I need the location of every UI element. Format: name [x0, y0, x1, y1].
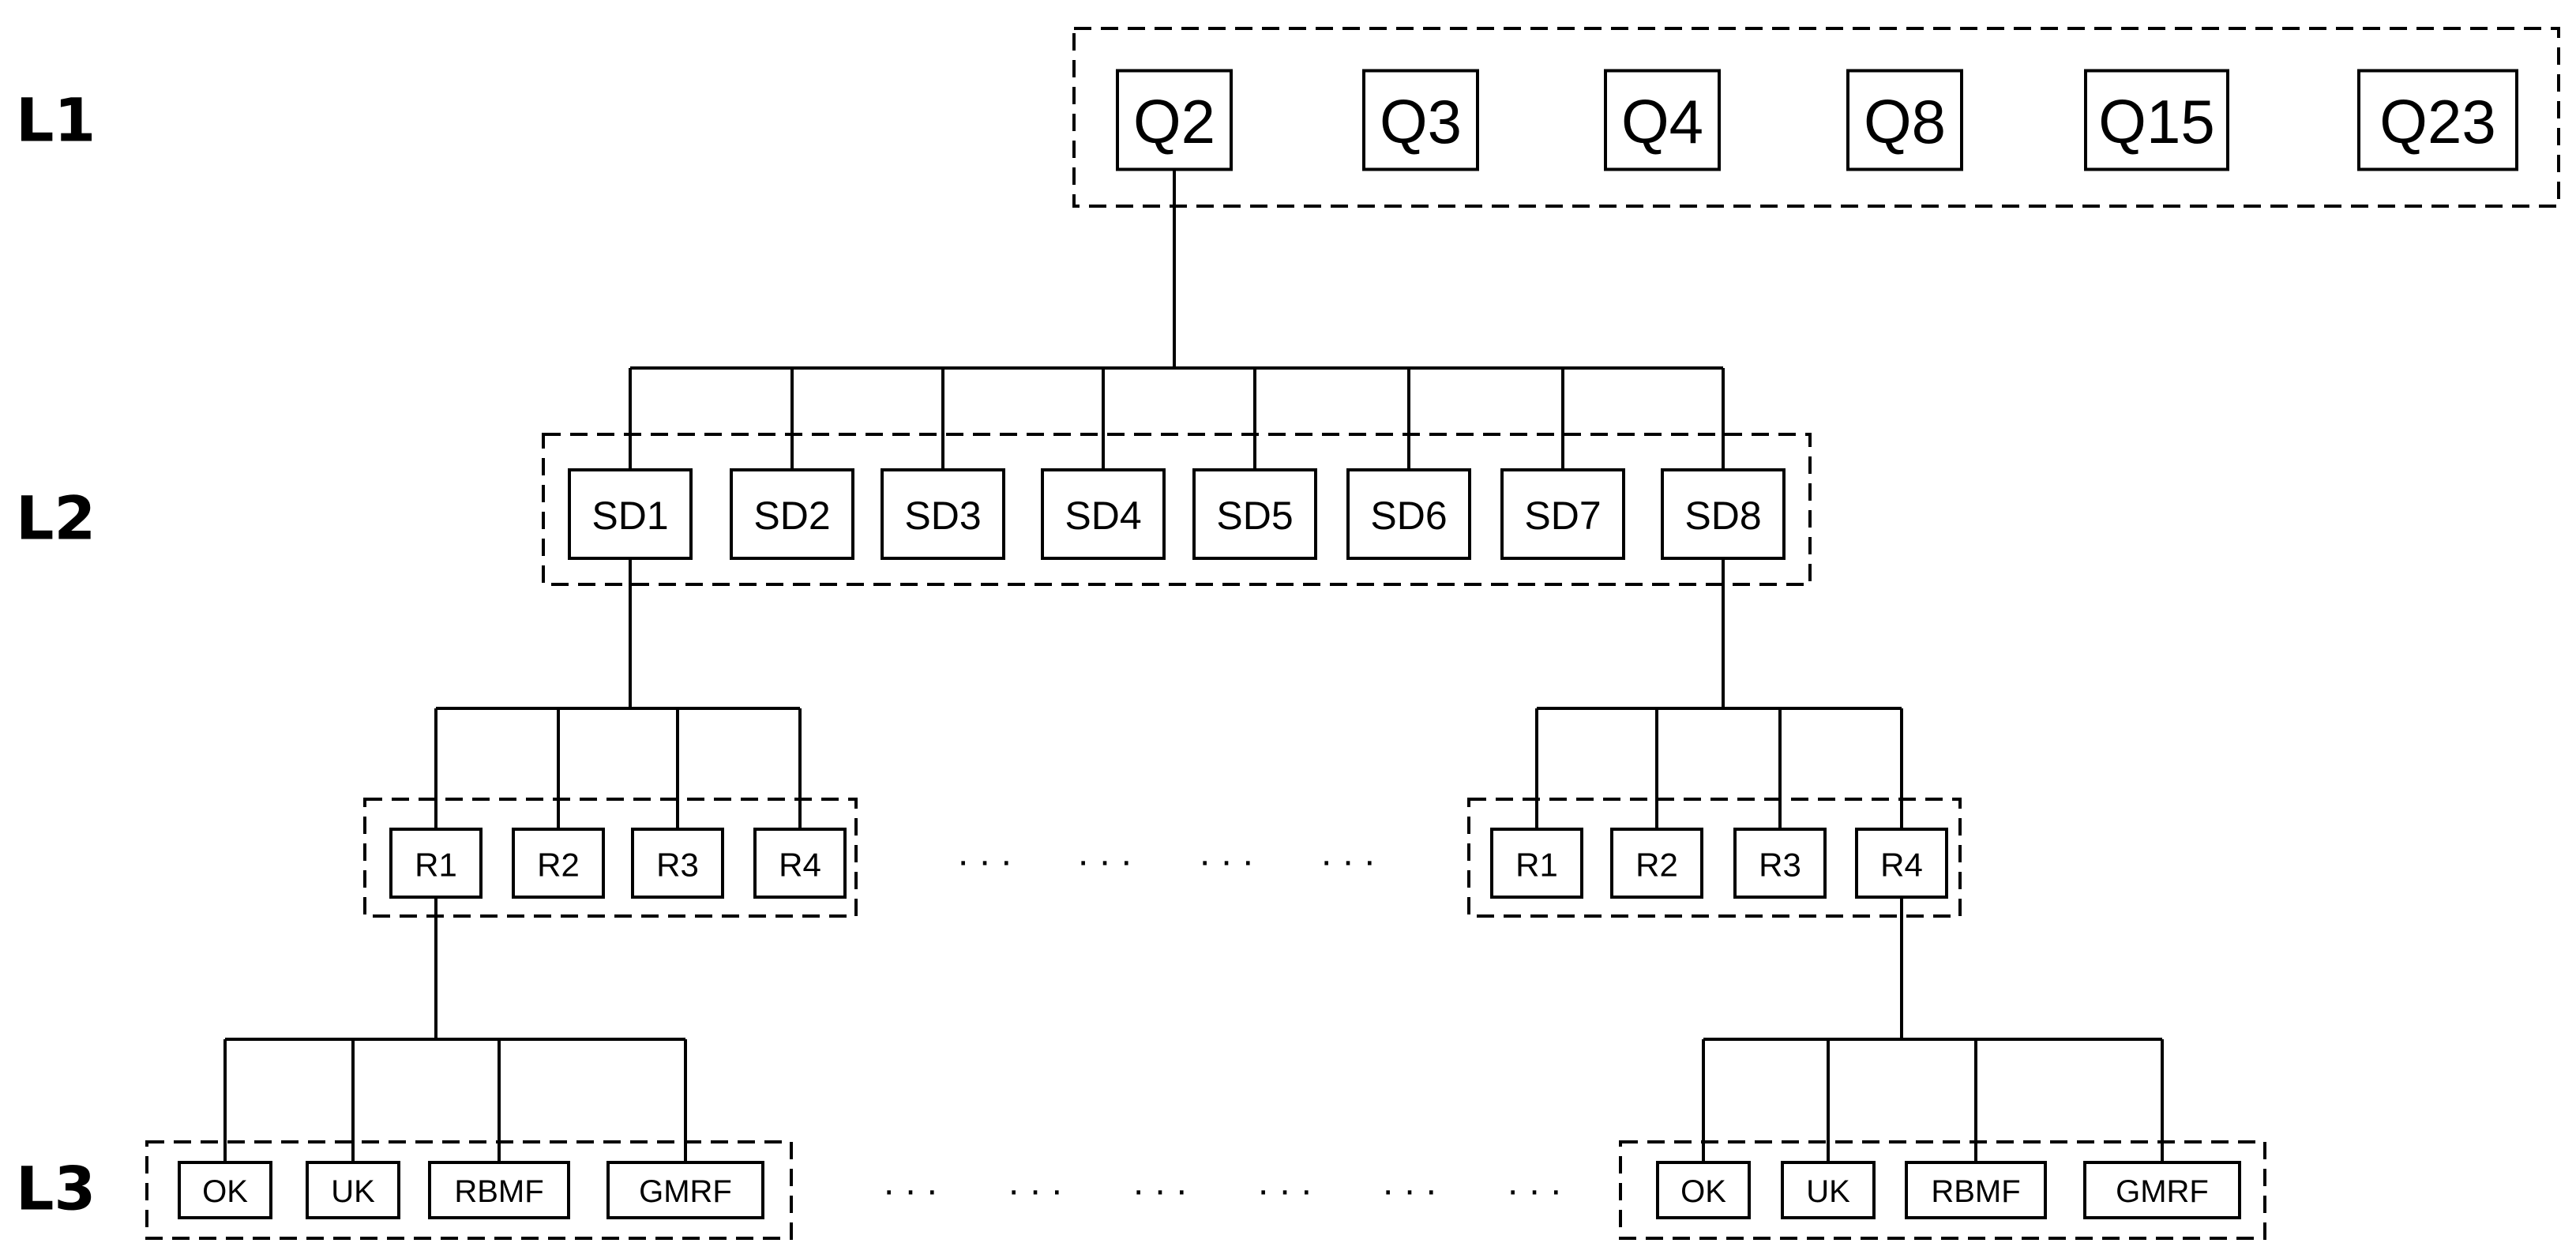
node-sd3-label: SD3 [904, 494, 981, 538]
node-right-ok: OK [1656, 1161, 1751, 1219]
node-right-gmrf-label: GMRF [2116, 1174, 2209, 1209]
node-sd1-r2-label: R2 [537, 847, 580, 884]
node-sd5-label: SD5 [1216, 494, 1293, 538]
l3-group-frame-right [1619, 1140, 2266, 1240]
node-sd8-r2-label: R2 [1635, 847, 1678, 884]
node-sd5: SD5 [1192, 468, 1317, 560]
level-label-l2: L2 [16, 483, 96, 554]
node-q2: Q2 [1116, 69, 1233, 171]
node-sd8-r1: R1 [1490, 828, 1583, 899]
node-q3-label: Q3 [1380, 87, 1462, 156]
node-sd4: SD4 [1041, 468, 1166, 560]
connector-lines [223, 170, 2164, 1162]
node-sd1-r1: R1 [389, 828, 483, 899]
node-sd1-r2: R2 [512, 828, 605, 899]
node-sd8-r3-label: R3 [1759, 847, 1801, 884]
node-sd8: SD8 [1661, 468, 1786, 560]
node-left-gmrf-label: GMRF [639, 1174, 732, 1209]
r-group-frame-left [363, 798, 858, 918]
node-sd1-r1-label: R1 [415, 847, 457, 884]
node-right-uk: UK [1781, 1161, 1876, 1219]
r-group-frame-right [1467, 798, 1962, 918]
node-sd8-r2: R2 [1610, 828, 1703, 899]
node-q15: Q15 [2084, 69, 2229, 171]
node-sd4-label: SD4 [1065, 494, 1141, 538]
node-sd6-label: SD6 [1370, 494, 1447, 538]
node-left-ok-label: OK [202, 1174, 248, 1209]
ellipsis-l3-row-4: ... [1258, 1162, 1323, 1204]
ellipsis-l3-row-1: ... [884, 1162, 948, 1204]
l3-group-frame-left [145, 1140, 793, 1240]
ellipsis-r-row-3: ... [1200, 832, 1264, 874]
node-right-ok-label: OK [1680, 1174, 1726, 1209]
ellipsis-r-row-1: ... [958, 832, 1023, 874]
node-sd2-label: SD2 [753, 494, 830, 538]
node-q23-label: Q23 [2379, 87, 2495, 156]
node-sd8-label: SD8 [1684, 494, 1761, 538]
node-q4: Q4 [1604, 69, 1721, 171]
node-q8-label: Q8 [1864, 87, 1946, 156]
node-left-uk: UK [306, 1161, 400, 1219]
l1-group-frame [1072, 27, 2560, 208]
l2-group-frame [542, 433, 1812, 586]
ellipsis-l3-row-5: ... [1383, 1162, 1448, 1204]
node-sd7: SD7 [1500, 468, 1625, 560]
node-q23: Q23 [2357, 69, 2518, 171]
node-sd1-label: SD1 [591, 494, 668, 538]
node-sd1-r4: R4 [753, 828, 847, 899]
ellipsis-l3-row-3: ... [1133, 1162, 1198, 1204]
node-right-rbmf: RBMF [1905, 1161, 2047, 1219]
node-sd1-r3-label: R3 [656, 847, 699, 884]
node-sd8-r4: R4 [1855, 828, 1948, 899]
node-sd6: SD6 [1346, 468, 1471, 560]
node-right-rbmf-label: RBMF [1931, 1174, 2020, 1209]
node-sd1-r4-label: R4 [779, 847, 821, 884]
node-q15-label: Q15 [2098, 87, 2214, 156]
node-sd3: SD3 [881, 468, 1005, 560]
node-right-uk-label: UK [1806, 1174, 1850, 1209]
node-q8: Q8 [1846, 69, 1963, 171]
level-label-l3: L3 [16, 1154, 96, 1224]
node-sd2: SD2 [730, 468, 854, 560]
node-sd1: SD1 [568, 468, 693, 560]
node-q2-label: Q2 [1133, 87, 1215, 156]
node-right-gmrf: GMRF [2083, 1161, 2241, 1219]
ellipsis-r-row-4: ... [1321, 832, 1386, 874]
ellipsis-l3-row-6: ... [1508, 1162, 1572, 1204]
node-left-rbmf: RBMF [428, 1161, 570, 1219]
node-sd8-r1-label: R1 [1515, 847, 1558, 884]
ellipsis-markers: .............................. [884, 832, 1572, 1204]
node-sd8-r3: R3 [1733, 828, 1827, 899]
level-label-l1: L1 [16, 85, 96, 156]
node-q4-label: Q4 [1621, 87, 1703, 156]
node-left-uk-label: UK [331, 1174, 375, 1209]
node-left-rbmf-label: RBMF [454, 1174, 543, 1209]
node-left-gmrf: GMRF [606, 1161, 764, 1219]
node-left-ok: OK [178, 1161, 272, 1219]
node-sd7-label: SD7 [1524, 494, 1601, 538]
ellipsis-l3-row-2: ... [1008, 1162, 1073, 1204]
node-sd8-r4-label: R4 [1880, 847, 1923, 884]
node-q3: Q3 [1362, 69, 1479, 171]
node-sd1-r3: R3 [631, 828, 724, 899]
ellipsis-r-row-2: ... [1078, 832, 1143, 874]
